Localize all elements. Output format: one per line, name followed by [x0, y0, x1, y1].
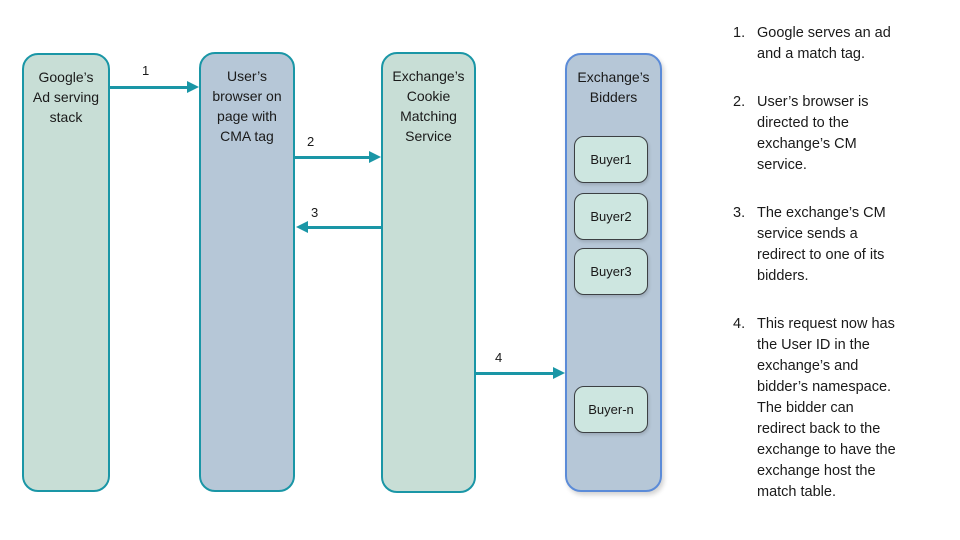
- node-label: Google’s Ad serving stack: [32, 69, 100, 125]
- buyer-box: Buyer3: [574, 248, 648, 295]
- step-text: The exchange’s CM service sends a redire…: [757, 205, 886, 284]
- buyer-box: Buyer-n: [574, 386, 648, 433]
- step-text: This request now has the User ID in the …: [757, 316, 896, 500]
- node-user-browser: User’s browser on page with CMA tag: [199, 52, 295, 492]
- step-item: 2. User’s browser is directed to the exc…: [733, 92, 960, 176]
- flow-arrow-4: [476, 367, 565, 379]
- node-cookie-matching-service: Exchange’s Cookie Matching Service: [381, 52, 476, 493]
- node-label: User’s browser on page with CMA tag: [212, 68, 282, 144]
- arrow-label-2: 2: [307, 134, 315, 149]
- step-item: 4. This request now has the User ID in t…: [733, 314, 960, 503]
- buyer-box: Buyer2: [574, 193, 648, 240]
- step-number: 4.: [733, 316, 746, 332]
- step-item: 3. The exchange’s CM service sends a red…: [733, 203, 960, 287]
- node-google-ad-stack: Google’s Ad serving stack: [22, 53, 110, 492]
- flow-arrow-2: [295, 151, 381, 163]
- arrow-label-1: 1: [142, 63, 150, 78]
- flow-arrow-1: [110, 81, 199, 93]
- buyer-box: Buyer1: [574, 136, 648, 183]
- step-number: 3.: [733, 205, 746, 221]
- steps-list: 1. Google serves an ad and a match tag. …: [733, 23, 960, 530]
- step-text: User’s browser is directed to the exchan…: [757, 94, 869, 173]
- node-label: Exchange’s Cookie Matching Service: [392, 68, 465, 144]
- buyer-label: Buyer-n: [588, 402, 634, 417]
- arrow-label-3: 3: [311, 205, 319, 220]
- node-label: Exchange’s Bidders: [577, 69, 650, 105]
- step-number: 2.: [733, 94, 746, 110]
- step-number: 1.: [733, 25, 746, 41]
- buyer-label: Buyer2: [590, 209, 632, 224]
- step-text: Google serves an ad and a match tag.: [757, 25, 891, 62]
- flow-arrow-3: [296, 221, 381, 233]
- step-item: 1. Google serves an ad and a match tag.: [733, 23, 960, 65]
- buyer-label: Buyer3: [590, 264, 632, 279]
- buyer-label: Buyer1: [590, 152, 632, 167]
- arrow-label-4: 4: [495, 350, 503, 365]
